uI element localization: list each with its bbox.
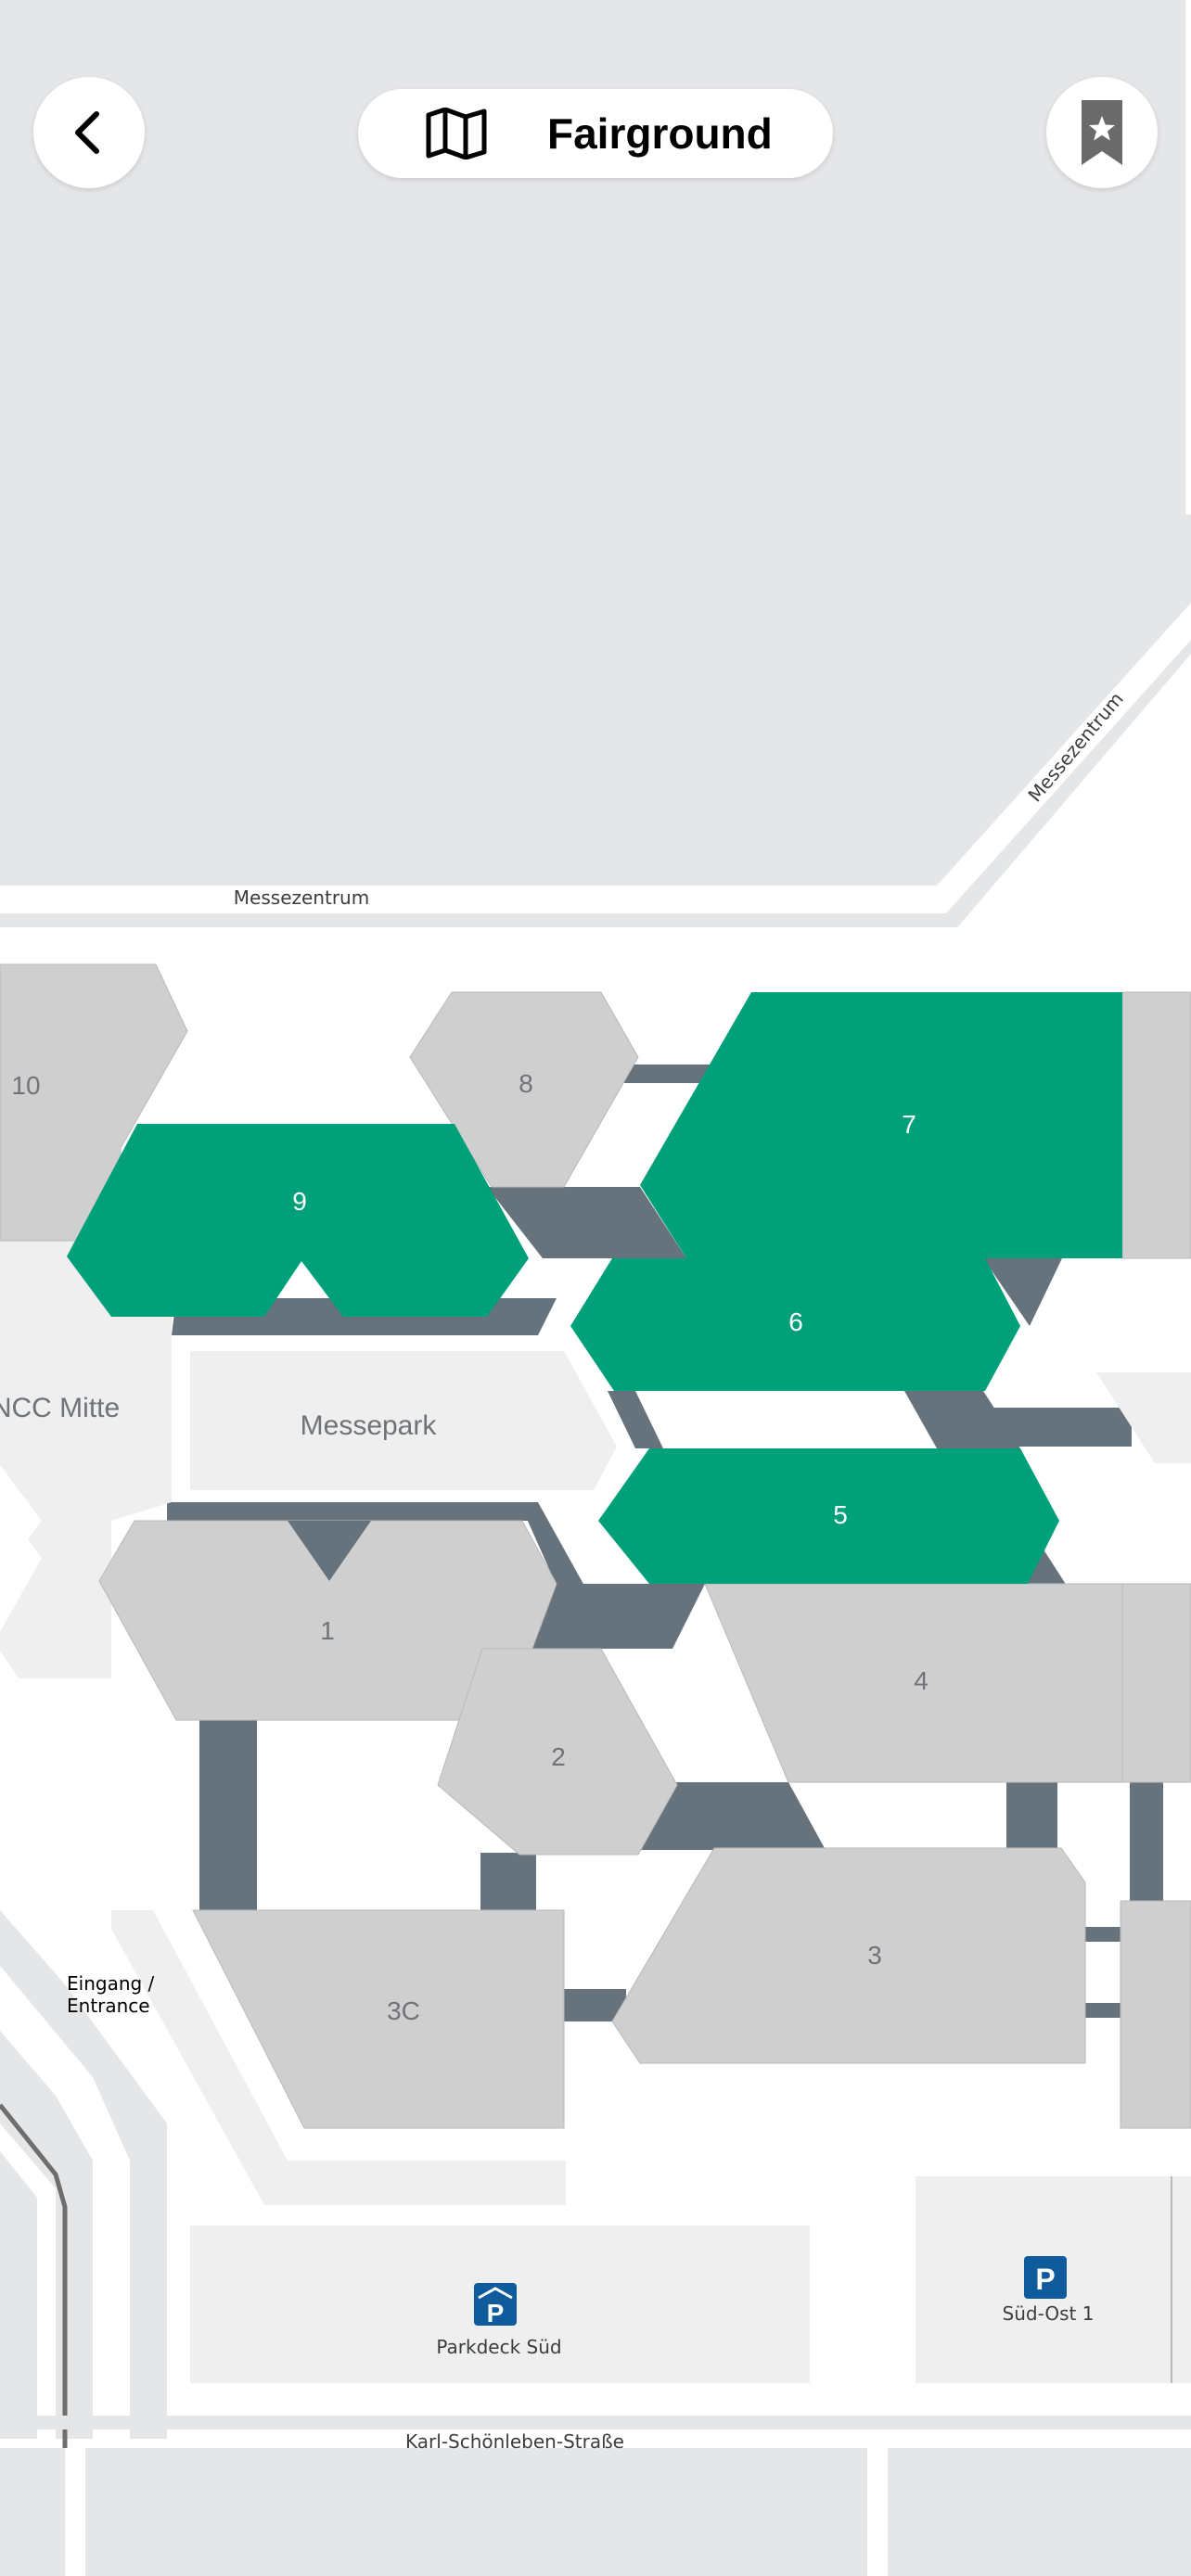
- hall-east-lower[interactable]: [1120, 1900, 1191, 2129]
- halls-grey: [0, 963, 1191, 2129]
- hall-label-6: 6: [788, 1307, 803, 1336]
- area-label-ncc-mitte: NCC Mitte: [0, 1393, 120, 1423]
- entrance-label-line2: Entrance: [67, 1995, 150, 2017]
- hall-label-2: 2: [551, 1742, 566, 1771]
- chevron-left-icon: [75, 111, 99, 154]
- hall-3[interactable]: [611, 1847, 1086, 2064]
- hall-label-5: 5: [833, 1500, 848, 1529]
- map-icon: [426, 108, 487, 159]
- hall-label-10: 10: [11, 1071, 40, 1100]
- title-pill[interactable]: Fairground: [358, 89, 833, 178]
- road-band-south: [0, 2416, 1191, 2429]
- hall-label-3c: 3C: [387, 1996, 420, 2025]
- parking-label-suedost: Süd-Ost 1: [1003, 2302, 1095, 2325]
- top-bar: Fairground: [0, 0, 1191, 204]
- street-gap: [867, 2448, 888, 2576]
- parking-divider: [1171, 2176, 1172, 2383]
- road-strip-right: [1185, 0, 1191, 515]
- parking-label-sued: Parkdeck Süd: [436, 2336, 561, 2358]
- block-south-1: [134, 2448, 867, 2576]
- road-edge: [0, 927, 1191, 937]
- connectors: [167, 1065, 1163, 2021]
- back-button[interactable]: [33, 77, 145, 188]
- hall-5[interactable]: [598, 1448, 1059, 1584]
- area-messepark[interactable]: [190, 1351, 617, 1490]
- hall-label-7: 7: [902, 1110, 916, 1139]
- svg-text:P: P: [1035, 2263, 1055, 2296]
- hall-6[interactable]: [570, 1258, 1020, 1391]
- street-gap-2: [65, 2448, 85, 2576]
- area-ncc-mitte[interactable]: [0, 1241, 172, 1678]
- svg-text:P: P: [487, 2299, 505, 2327]
- page-title: Fairground: [547, 109, 773, 158]
- bookmark-button[interactable]: [1046, 77, 1158, 188]
- hall-east-upper[interactable]: [1121, 991, 1191, 1259]
- hall-1-notch: [288, 1521, 371, 1581]
- hall-label-8: 8: [519, 1069, 533, 1098]
- parking-icon: P: [474, 2283, 517, 2327]
- area-east: [1096, 1372, 1191, 1463]
- hall-7[interactable]: [640, 992, 1122, 1258]
- parking-icon: P: [1024, 2256, 1067, 2299]
- halls-highlighted: [67, 992, 1122, 1584]
- entrance-label-line1: Eingang /: [67, 1972, 155, 1995]
- road-label-messezentrum: Messezentrum: [234, 886, 369, 909]
- hall-label-4: 4: [914, 1666, 928, 1695]
- hall-8[interactable]: [409, 991, 639, 1188]
- hall-9[interactable]: [67, 1124, 529, 1317]
- bookmark-star-icon: [1082, 100, 1122, 165]
- rail-line: [0, 2103, 68, 2576]
- hall-label-9: 9: [292, 1187, 307, 1216]
- hall-2[interactable]: [437, 1648, 678, 1855]
- road-label-karl-schoenleben: Karl-Schönleben-Straße: [405, 2430, 624, 2453]
- hall-3c[interactable]: [192, 1909, 565, 2129]
- ncc-notch: [0, 1465, 42, 1632]
- hall-east-middle[interactable]: [1121, 1583, 1191, 1783]
- hall-label-3: 3: [867, 1941, 882, 1970]
- hall-label-1: 1: [320, 1616, 335, 1645]
- hall-10[interactable]: [0, 963, 188, 1242]
- walkway-entrance: [111, 1910, 566, 2205]
- area-label-messepark: Messepark: [301, 1410, 438, 1441]
- open-area-north: [0, 0, 1191, 886]
